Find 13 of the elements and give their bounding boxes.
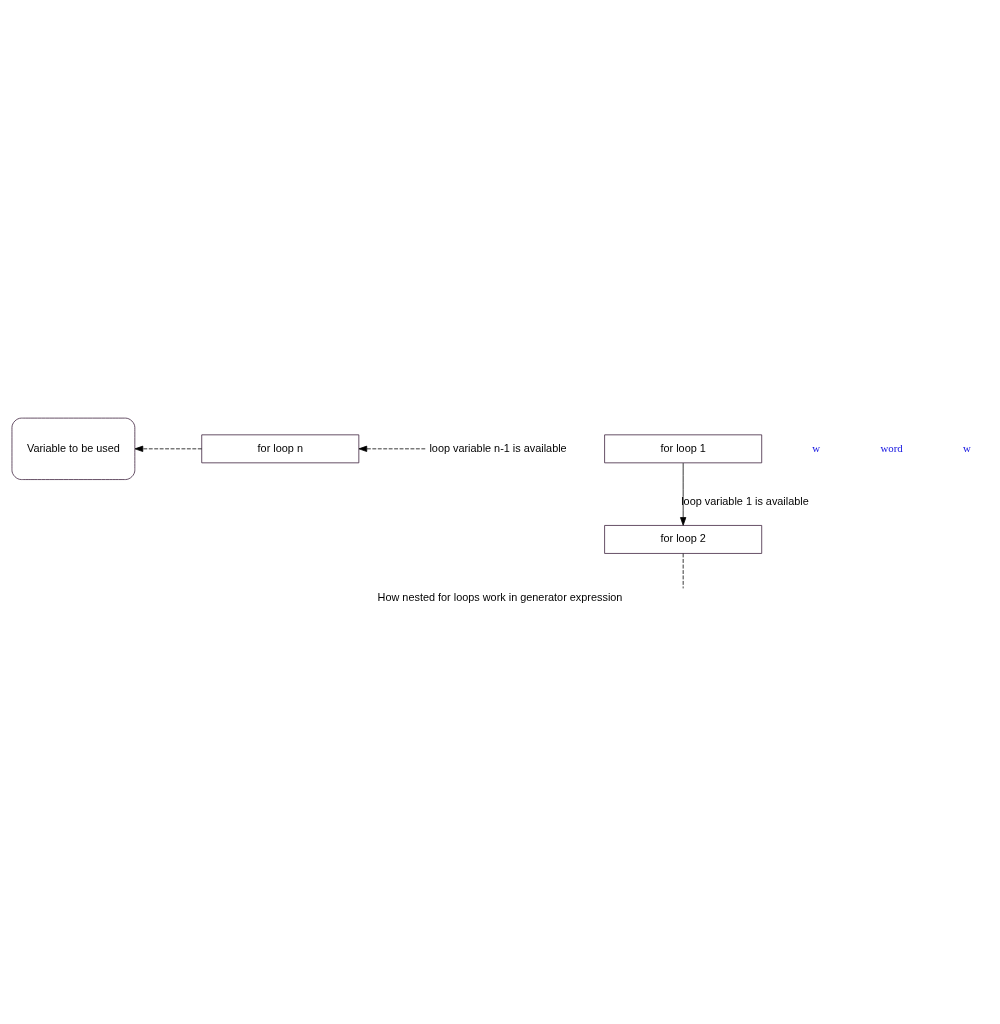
edge-label: loop variable 1 is available — [681, 494, 809, 507]
caption: How nested for loops work in generator expression — [377, 590, 623, 603]
label: word — [880, 441, 903, 454]
node-box: Variable to be used — [11, 417, 136, 480]
node-box: for loop 2 — [604, 524, 763, 554]
node-text: loop variable n-1 is available — [429, 441, 567, 454]
arrow — [134, 445, 203, 452]
node-box: for loop 1 — [604, 433, 763, 463]
arrow — [358, 445, 426, 452]
arrow — [680, 462, 687, 526]
label: w — [963, 441, 971, 454]
label: w — [812, 441, 821, 454]
node-box: for loop n — [201, 433, 360, 463]
